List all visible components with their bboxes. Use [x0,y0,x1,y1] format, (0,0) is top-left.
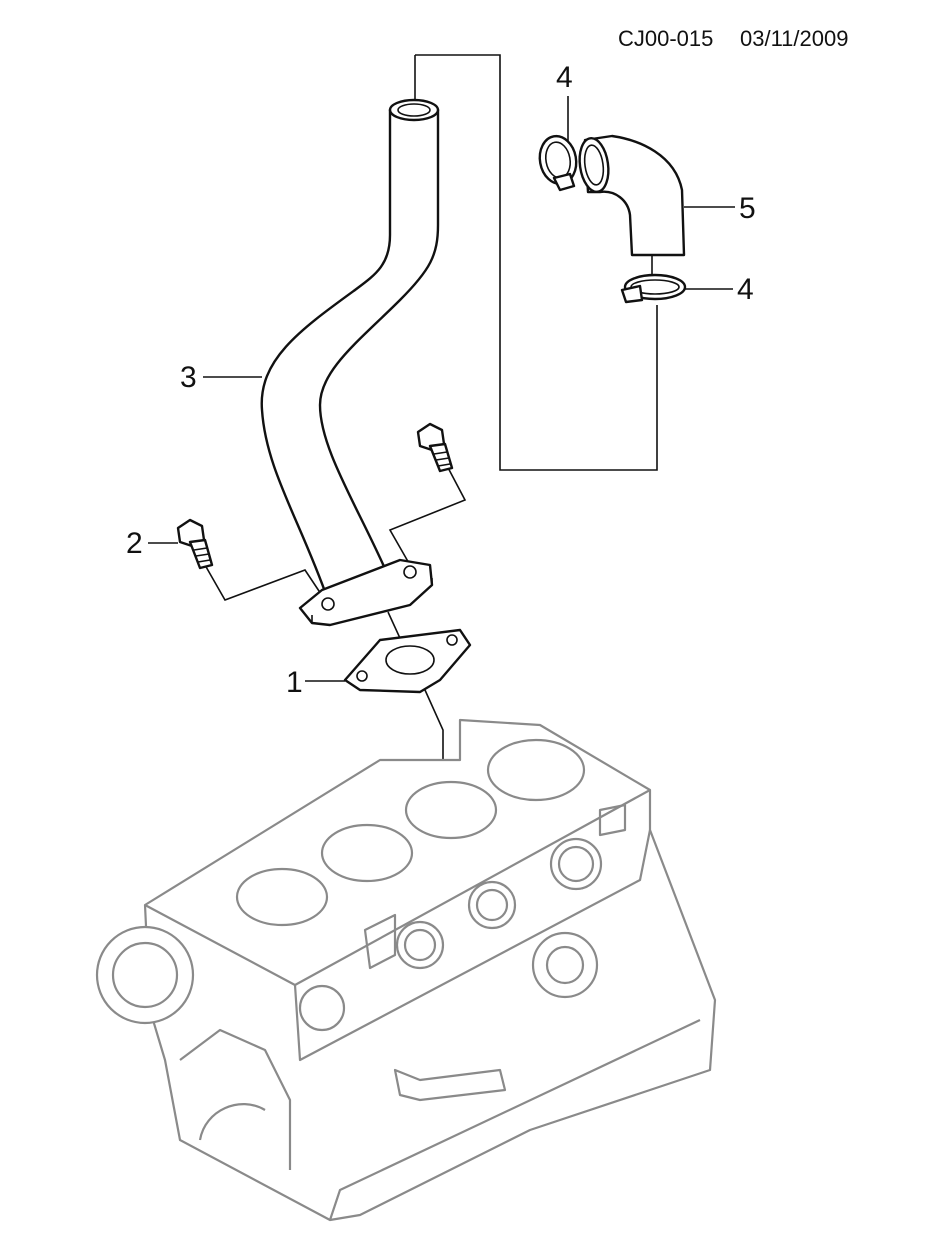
callout-4-upper: 4 [556,61,573,94]
diagram-date: 03/11/2009 [740,26,848,51]
callout-1: 1 [286,666,303,699]
callouts: 1 2 3 4 5 4 [126,61,756,699]
bolt-right [416,422,454,473]
callout-5: 5 [739,192,756,225]
coolant-pipe [260,98,440,627]
assembly-lines [204,54,658,760]
right-bolt-link [388,461,467,566]
hose-to-pipe-link [415,54,658,471]
left-bolt-link [204,564,326,601]
bolt-left [176,518,214,570]
hose-clamp-lower [620,273,687,304]
callout-4-lower: 4 [737,273,754,306]
elbow-hose [578,134,686,257]
engine-block [95,718,717,1222]
hose-clamp-upper [538,134,578,192]
callout-2: 2 [126,527,143,560]
diagram-code: CJ00-015 [618,26,713,51]
gasket [343,628,472,694]
block-link [424,689,444,760]
callout-3: 3 [180,361,197,394]
